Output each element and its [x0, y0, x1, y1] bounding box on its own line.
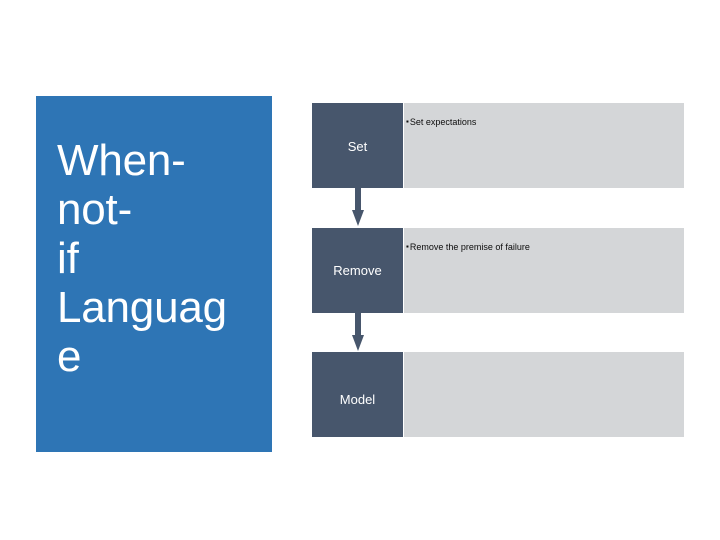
step-label-box-remove: Remove — [312, 228, 403, 313]
process-flow-diagram: Set ▪ Set expectations Remove ▪ Remove t… — [312, 103, 684, 437]
step-body-set: ▪ Set expectations — [404, 103, 684, 188]
step-body-remove: ▪ Remove the premise of failure — [404, 228, 684, 313]
arrow-head — [352, 335, 364, 351]
arrow-down-icon-2 — [352, 313, 364, 352]
bullet-text: Remove the premise of failure — [409, 242, 530, 252]
process-step-remove[interactable]: Remove ▪ Remove the premise of failure — [312, 228, 684, 313]
arrow-head — [352, 210, 364, 226]
step-label-text-remove: Remove — [333, 263, 382, 278]
page-title: When- not- if Languag e — [57, 136, 227, 381]
step-label-box-set: Set — [312, 103, 403, 188]
arrow-stem — [355, 188, 361, 211]
bullet-square-icon: ▪ — [406, 242, 409, 251]
step-body-model — [404, 352, 684, 437]
bullet-item: ▪ Remove the premise of failure — [406, 241, 674, 253]
arrow-stem — [355, 313, 361, 336]
bullet-item: ▪ Set expectations — [406, 116, 674, 128]
title-panel: When- not- if Languag e — [36, 96, 272, 452]
step-label-text-model: Model — [339, 392, 376, 407]
arrow-down-icon-1 — [352, 188, 364, 228]
bullet-square-icon: ▪ — [406, 117, 409, 126]
bullet-text: Set expectations — [409, 117, 477, 127]
process-step-set[interactable]: Set ▪ Set expectations — [312, 103, 684, 188]
step-label-box-model: Model — [312, 352, 403, 437]
process-step-model[interactable]: Model — [312, 352, 684, 437]
step-label-text-set: Set — [347, 139, 368, 154]
